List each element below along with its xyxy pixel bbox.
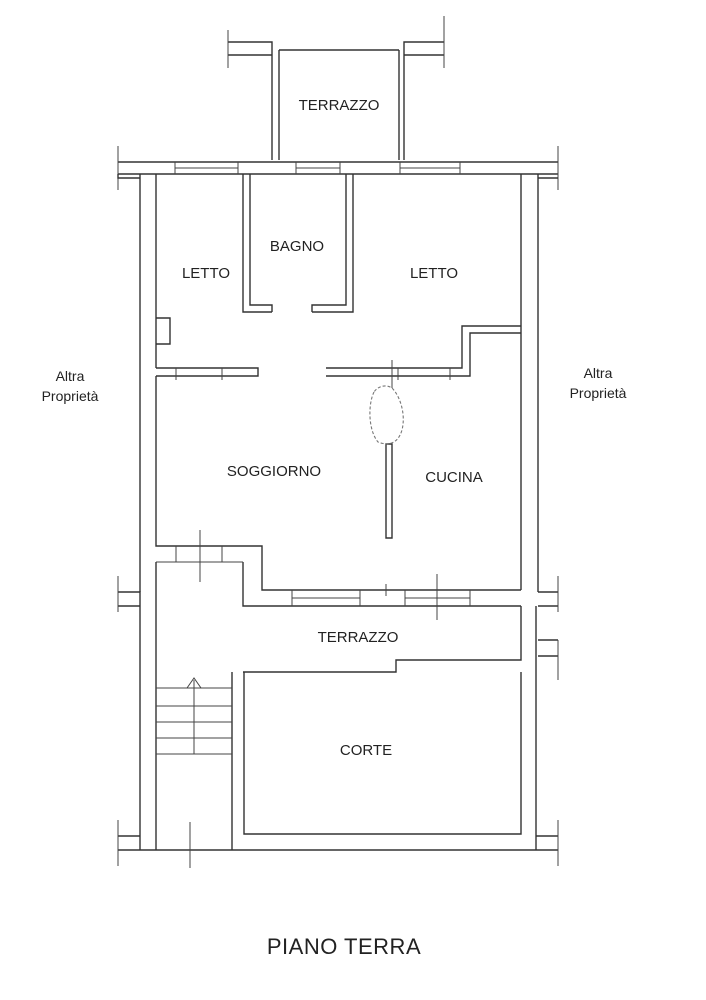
kitchen-fixture-outline [369,385,404,445]
room-label-corte: CORTE [340,742,392,759]
neighbor-right-line1: Altra [584,365,613,381]
room-label-letto-right: LETTO [410,265,458,282]
stairs [156,677,232,755]
plan-title: PIANO TERRA [267,934,421,959]
neighbor-right-line2: Proprietà [570,385,627,401]
room-label-bagno: BAGNO [270,238,324,255]
neighbor-left-line2: Proprietà [42,388,99,404]
interior-walls [155,174,521,620]
room-label-terrazzo-bottom: TERRAZZO [318,629,399,646]
outer-walls [117,146,559,612]
neighbor-left-line1: Altra [56,368,85,384]
top-terrace-walls [227,16,445,160]
room-label-cucina: CUCINA [425,469,483,486]
room-label-soggiorno: SOGGIORNO [227,463,321,480]
room-label-letto-left: LETTO [182,265,230,282]
lower-walls [117,562,559,868]
room-label-terrazzo-top: TERRAZZO [299,97,380,114]
